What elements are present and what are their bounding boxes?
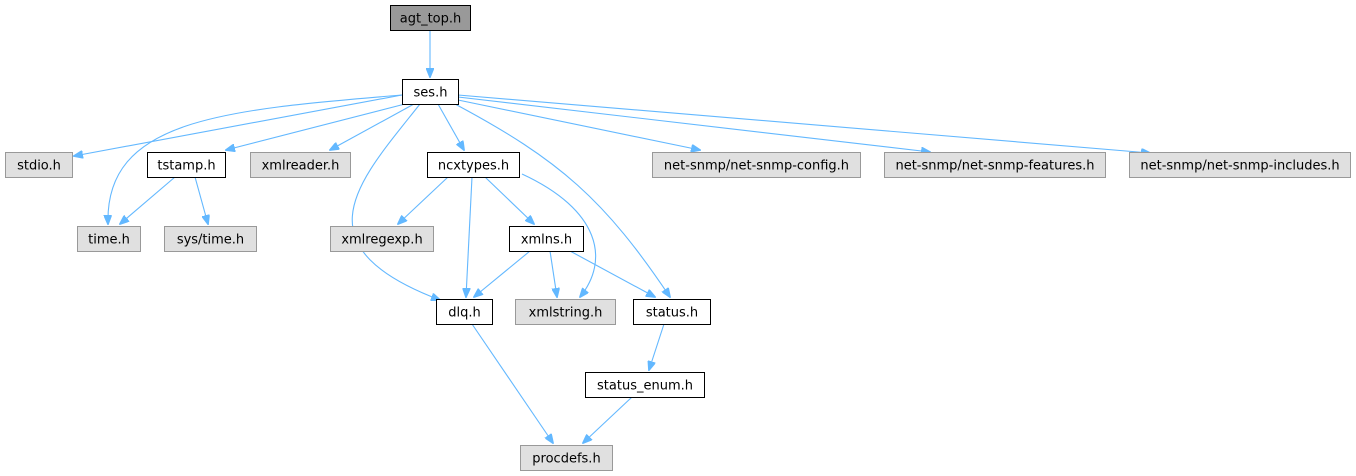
- node-xmlstring[interactable]: xmlstring.h: [515, 299, 616, 325]
- edges-layer: [74, 31, 1150, 443]
- node-box-snmpfeatures[interactable]: [884, 152, 1106, 178]
- node-label-agt_top: agt_top.h: [400, 12, 462, 27]
- edge-ses-to-ncxtypes: [437, 103, 464, 150]
- edge-xmlns-to-status: [569, 250, 655, 297]
- node-snmpconfig[interactable]: net-snmp/net-snmp-config.h: [652, 152, 861, 178]
- node-ses[interactable]: ses.h: [402, 79, 459, 105]
- node-box-xmlregexp[interactable]: [330, 226, 434, 252]
- node-box-snmpincludes[interactable]: [1129, 152, 1351, 178]
- node-box-agt_top[interactable]: [390, 5, 471, 31]
- edge-status_enum-to-procdefs: [583, 396, 633, 443]
- node-label-stdio: stdio.h: [17, 159, 61, 174]
- node-box-ncxtypes[interactable]: [427, 152, 520, 178]
- edge-ses-to-time: [108, 94, 403, 224]
- node-box-procdefs[interactable]: [520, 445, 613, 471]
- node-label-snmpconfig: net-snmp/net-snmp-config.h: [664, 159, 849, 174]
- edge-ncxtypes-to-xmlregexp: [398, 176, 449, 224]
- node-dlq[interactable]: dlq.h: [436, 299, 493, 325]
- edge-ses-to-xmlreader: [330, 103, 415, 150]
- node-snmpincludes[interactable]: net-snmp/net-snmp-includes.h: [1129, 152, 1351, 178]
- node-tstamp[interactable]: tstamp.h: [147, 152, 226, 178]
- edge-ncxtypes-to-xmlstring: [521, 173, 597, 297]
- edge-ses-to-status: [454, 103, 670, 297]
- node-label-xmlstring: xmlstring.h: [529, 306, 603, 321]
- node-label-xmlns: xmlns.h: [521, 233, 572, 248]
- node-box-ses[interactable]: [402, 79, 459, 105]
- node-label-tstamp: tstamp.h: [157, 159, 215, 174]
- edge-tstamp-to-time: [120, 176, 176, 224]
- node-status_enum[interactable]: status_enum.h: [585, 372, 705, 398]
- node-label-dlq: dlq.h: [448, 306, 481, 321]
- node-box-status_enum[interactable]: [585, 372, 705, 398]
- node-label-procdefs: procdefs.h: [532, 452, 600, 467]
- node-xmlns[interactable]: xmlns.h: [509, 226, 584, 252]
- edge-dlq-to-procdefs: [471, 323, 553, 443]
- node-box-status[interactable]: [633, 299, 711, 325]
- node-xmlregexp[interactable]: xmlregexp.h: [330, 226, 434, 252]
- edge-ses-to-snmpconfig: [457, 99, 700, 150]
- node-label-systime: sys/time.h: [177, 233, 244, 248]
- edge-ses-to-dlq: [351, 103, 440, 300]
- edge-ncxtypes-to-dlq: [466, 176, 473, 297]
- node-label-xmlreader: xmlreader.h: [262, 159, 340, 174]
- node-xmlreader[interactable]: xmlreader.h: [250, 152, 351, 178]
- node-box-xmlstring[interactable]: [515, 299, 616, 325]
- node-label-status: status.h: [646, 306, 698, 321]
- node-box-time[interactable]: [77, 226, 141, 252]
- edge-status-to-status_enum: [649, 323, 665, 370]
- edge-ses-to-stdio: [74, 94, 403, 156]
- node-status[interactable]: status.h: [633, 299, 711, 325]
- node-systime[interactable]: sys/time.h: [164, 226, 257, 252]
- node-label-ncxtypes: ncxtypes.h: [438, 159, 509, 174]
- node-box-dlq[interactable]: [436, 299, 493, 325]
- node-box-xmlns[interactable]: [509, 226, 584, 252]
- node-box-tstamp[interactable]: [147, 152, 226, 178]
- node-label-snmpincludes: net-snmp/net-snmp-includes.h: [1140, 159, 1339, 174]
- node-box-systime[interactable]: [164, 226, 257, 252]
- nodes-layer: agt_top.h ses.h stdio.h tstamp.h xmlreader.h…: [5, 5, 1351, 471]
- edge-ses-to-snmpincludes: [457, 94, 1150, 153]
- node-label-ses: ses.h: [414, 86, 448, 101]
- node-label-snmpfeatures: net-snmp/net-snmp-features.h: [895, 159, 1094, 174]
- edge-ses-to-tstamp: [226, 103, 406, 150]
- node-agt_top[interactable]: agt_top.h: [390, 5, 471, 31]
- edge-xmlns-to-xmlstring: [549, 250, 557, 297]
- node-ncxtypes[interactable]: ncxtypes.h: [427, 152, 520, 178]
- edge-ncxtypes-to-xmlns: [484, 176, 534, 224]
- node-snmpfeatures[interactable]: net-snmp/net-snmp-features.h: [884, 152, 1106, 178]
- node-time[interactable]: time.h: [77, 226, 141, 252]
- node-label-time: time.h: [88, 233, 130, 248]
- node-box-snmpconfig[interactable]: [652, 152, 861, 178]
- node-stdio[interactable]: stdio.h: [5, 152, 73, 178]
- node-box-xmlreader[interactable]: [250, 152, 351, 178]
- node-label-status_enum: status_enum.h: [597, 379, 693, 394]
- node-label-xmlregexp: xmlregexp.h: [341, 233, 422, 248]
- edge-tstamp-to-systime: [194, 176, 208, 224]
- node-procdefs[interactable]: procdefs.h: [520, 445, 613, 471]
- node-box-stdio[interactable]: [5, 152, 73, 178]
- edge-xmlns-to-dlq: [474, 250, 531, 297]
- edge-ses-to-snmpfeatures: [457, 96, 930, 152]
